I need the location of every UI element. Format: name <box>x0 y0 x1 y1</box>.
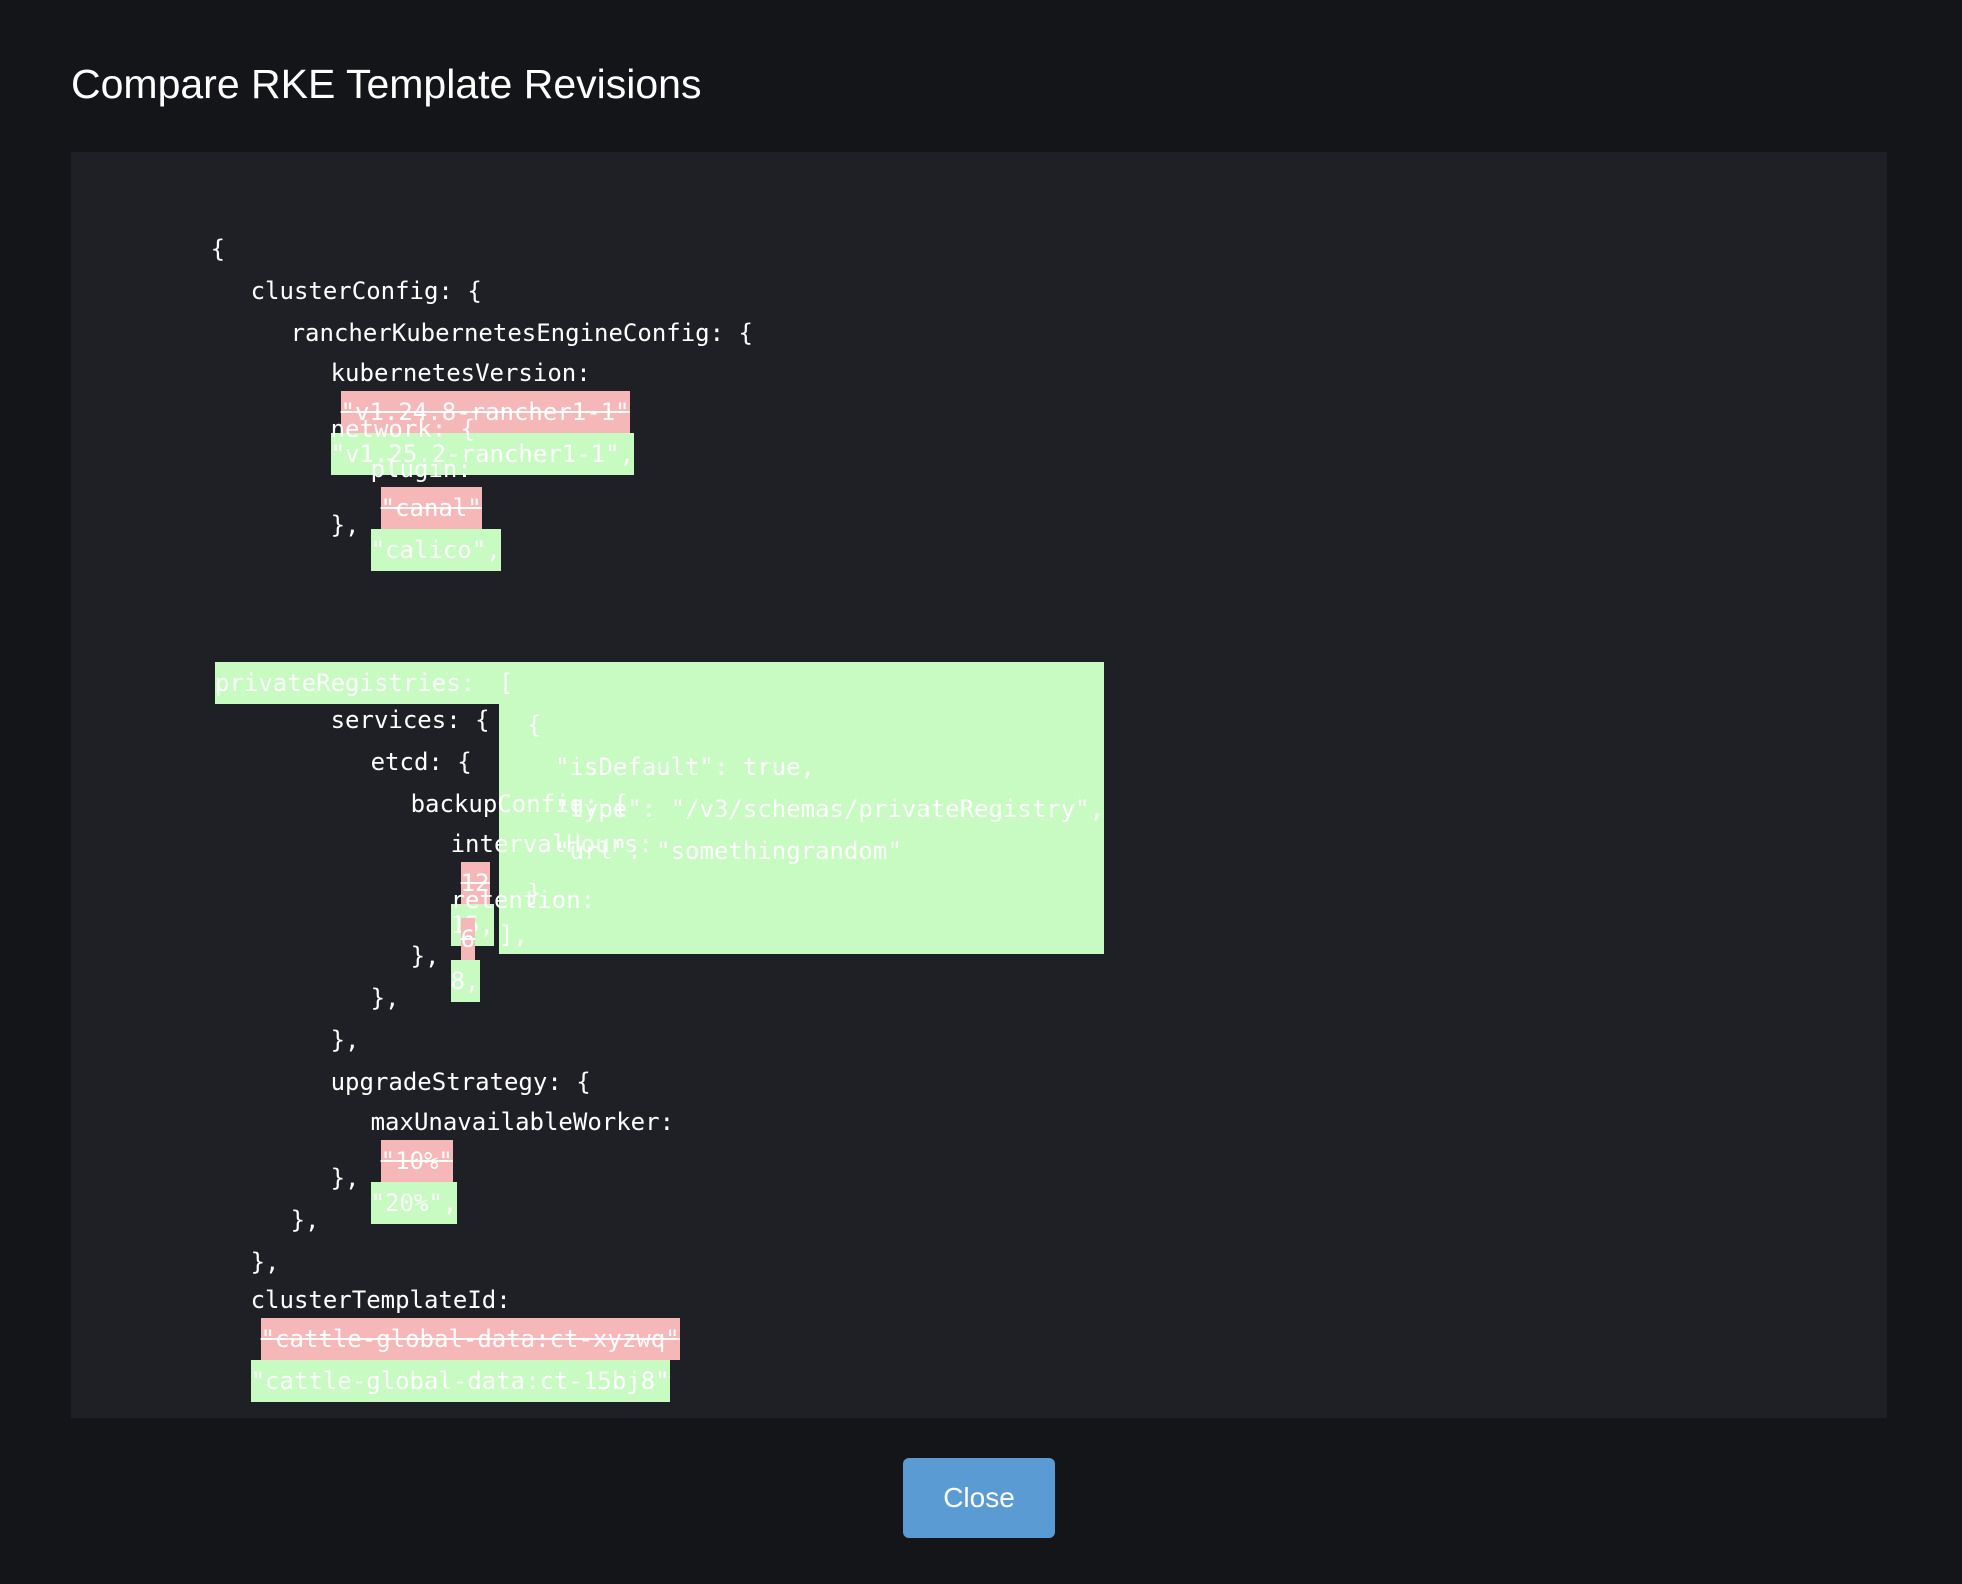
code-text: backupConfig: { <box>410 790 628 818</box>
code-text: { <box>210 235 226 263</box>
code-text: services: { <box>330 706 490 734</box>
diff-line-backup-config: backupConfig: { <box>295 750 628 818</box>
diff-line-kubernetes-version: kubernetesVersion: "v1.24.8-rancher1-1" … <box>215 319 635 475</box>
diff-line-cluster-template-id: clusterTemplateId: "cattle-global-data:c… <box>135 1246 680 1402</box>
diff-content: { clusterConfig: { rancherKubernetesEngi… <box>71 152 1887 1418</box>
diff-line-close-network: }, <box>215 471 360 539</box>
diff-line-close-etcd: }, <box>255 944 400 1012</box>
code-key: plugin: <box>370 455 472 483</box>
code-key: maxUnavailableWorker: <box>370 1108 675 1136</box>
added-value: "20%", <box>370 1182 458 1224</box>
modal-title: Compare RKE Template Revisions <box>71 61 702 107</box>
diff-line-close-services: }, <box>215 986 360 1054</box>
diff-line-close-cluster-config: }, <box>135 1208 280 1276</box>
private-registries-is-default: "isDefault": true, <box>555 753 816 781</box>
removed-value: "canal" <box>380 487 482 529</box>
code-text: }, <box>330 1164 360 1192</box>
removed-value: 6 <box>460 918 476 960</box>
removed-value: 12 <box>460 862 490 904</box>
private-registries-url: "url": "somethingrandom" <box>555 837 902 865</box>
code-text: }, <box>250 1248 280 1276</box>
code-text: }, <box>330 511 360 539</box>
added-key-highlight <box>215 662 500 704</box>
diff-line-retention: retention: 6 8, <box>335 846 595 1002</box>
diff-line-services: services: { <box>215 666 490 734</box>
private-registries-open-brace: { <box>527 711 542 739</box>
code-text: }, <box>330 1026 360 1054</box>
code-text: network: { <box>330 415 476 443</box>
diff-line-close-rke-config: }, <box>175 1166 320 1234</box>
private-registries-key: privateRegistries: <box>215 669 476 697</box>
added-block-highlight <box>499 662 1104 954</box>
private-registries-close-brace: } <box>527 879 542 907</box>
close-button[interactable]: Close <box>903 1458 1055 1538</box>
diff-panel[interactable]: { clusterConfig: { rancherKubernetesEngi… <box>71 152 1887 1418</box>
diff-line-upgrade-strategy: upgradeStrategy: { <box>215 1028 591 1096</box>
removed-value: "v1.24.8-rancher1-1" <box>340 391 630 433</box>
private-registries-type: "type": "/v3/schemas/privateRegistry", <box>555 795 1105 823</box>
code-text: clusterConfig: { <box>250 277 482 305</box>
diff-line-max-unavailable-worker: maxUnavailableWorker: "10%" "20%", <box>255 1068 674 1224</box>
added-value: "cattle-global-data:ct-15bj8" <box>250 1360 670 1402</box>
code-key: intervalHours: <box>450 830 653 858</box>
diff-line-close-upgrade-strategy: }, <box>215 1124 360 1192</box>
added-value: "calico", <box>370 529 501 571</box>
code-text: }, <box>410 942 440 970</box>
code-text: }, <box>370 984 400 1012</box>
diff-line-rke-config: rancherKubernetesEngineConfig: { <box>175 279 753 347</box>
added-value: "v1.25.2-rancher1-1", <box>330 433 635 475</box>
diff-line-etcd: etcd: { <box>255 708 472 776</box>
private-registries-open-bracket: [ <box>499 669 514 697</box>
removed-value: "10%" <box>380 1140 453 1182</box>
diff-line-close-backup-config: }, <box>295 902 440 970</box>
diff-line-interval-hours: intervalHours: 12 15, <box>335 790 653 946</box>
code-key: kubernetesVersion: <box>330 359 591 387</box>
diff-line-cluster-config: clusterConfig: { <box>135 237 482 305</box>
diff-line-open-root: { <box>95 195 225 263</box>
code-key: retention: <box>450 886 596 914</box>
private-registries-close-bracket: ], <box>499 921 528 949</box>
code-text: upgradeStrategy: { <box>330 1068 591 1096</box>
code-text: etcd: { <box>370 748 472 776</box>
code-key: clusterTemplateId: <box>250 1286 511 1314</box>
diff-line-network: network: { <box>215 375 476 443</box>
added-value: 8, <box>450 960 480 1002</box>
code-text: rancherKubernetesEngineConfig: { <box>290 319 753 347</box>
code-text: }, <box>290 1206 320 1234</box>
diff-line-plugin: plugin: "canal" "calico", <box>255 415 501 571</box>
removed-value: "cattle-global-data:ct-xyzwq" <box>260 1318 680 1360</box>
